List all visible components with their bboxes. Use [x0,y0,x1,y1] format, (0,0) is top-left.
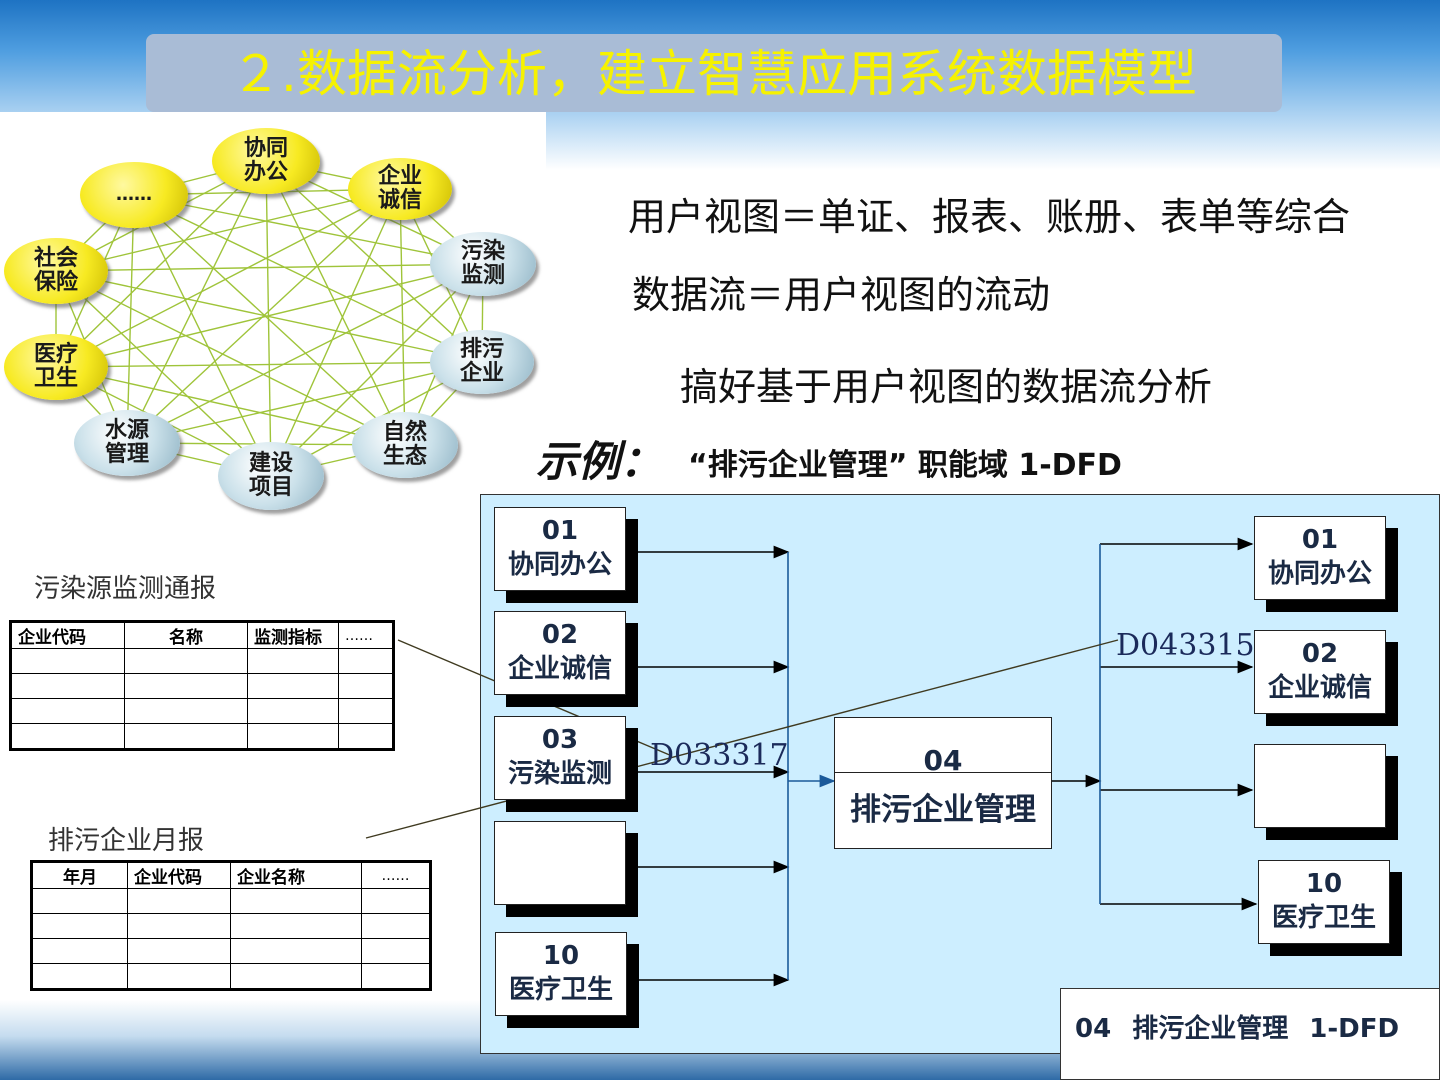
dfd-left-box: 02 企业诚信 [494,611,626,695]
node-shehui-baoxian: 社会保险 [4,238,108,304]
network-link [55,263,484,272]
example-title: “排污企业管理” 职能域 1-DFD [688,448,1122,483]
network-link [270,188,401,477]
network-link [133,194,484,265]
title-banner: ２.数据流分析，建立智慧应用系统数据模型 [146,34,1282,112]
network-link [55,188,401,368]
table-row [31,888,431,914]
dfd-left-box: 10 医疗卫生 [495,932,627,1016]
network-link [133,194,272,477]
network-link [55,188,401,272]
dfd-caption-box: 04 排污企业管理 1-DFD [1060,988,1440,1080]
dfd-left-box: 01 协同办公 [494,507,626,591]
box-label: 医疗卫生 [1271,903,1376,933]
table-row [10,648,394,674]
network-link [265,160,406,446]
network-link [55,361,483,368]
example-prefix: 示例： [536,437,663,486]
flow-label-d033317: D033317 [650,738,789,773]
network-link [126,160,267,444]
box-number: 01 [541,516,579,546]
table-header-cell: 名称 [124,621,248,649]
box-number: 01 [1301,525,1339,555]
flow-label-d043315: D043315 [1116,628,1255,663]
box-number: 03 [541,725,579,755]
dfd-caption: 04 排污企业管理 1-DFD [1075,1014,1400,1044]
dfd-right-box: 01 协同办公 [1254,516,1386,600]
table-header-cell: …… [338,621,394,649]
network-link [133,194,406,446]
box-label: 污染监测 [507,759,612,789]
network-link [270,263,484,477]
table-header-cell: 监测指标 [247,621,339,649]
node-shuiyuan-guanli: 水源管理 [74,410,180,476]
network-link [265,160,483,363]
network-link [55,263,484,368]
box-label: 协同办公 [1267,559,1372,589]
report1-title: 污染源监测通报 [34,574,217,604]
node-jianshe-xiangmu: 建设项目 [218,442,324,510]
node-qiye-chengxin: 企业诚信 [348,158,452,220]
box-label: 企业诚信 [507,654,612,684]
table-row [10,673,394,699]
report2-link [365,639,1119,839]
network-link [399,188,406,446]
box-label: 协同办公 [507,550,612,580]
report2-table: 年月 企业代码 企业名称 …… [30,860,432,991]
dfd-right-box: 10 医疗卫生 [1258,860,1390,944]
dfd-left-box: 03 污染监测 [494,716,626,800]
network-link [126,194,135,444]
box-number: 10 [542,941,580,971]
node-paiwu-qiye: 排污企业 [430,330,534,394]
box-label: 企业诚信 [1267,673,1372,703]
network-link [55,270,483,363]
node-yiliao-weisheng: 医疗卫生 [4,334,108,400]
text-analysis: 搞好基于用户视图的数据流分析 [680,365,1213,409]
table-header-cell: 企业代码 [127,861,231,889]
network-link [55,160,267,368]
report2-title: 排污企业月报 [48,826,205,856]
box-label: 医疗卫生 [508,975,613,1005]
report1-link [397,639,673,757]
table-row [31,963,431,990]
box-number: 02 [1301,639,1339,669]
table-row [10,723,394,750]
table-row [10,698,394,724]
node-xietong: 协同办公 [212,128,320,194]
dfd-process-box: 04 排污企业管理 [834,717,1052,849]
process-number: 04 [835,718,1051,777]
table-row [31,913,431,939]
network-link [126,361,483,444]
node-ziran-shengtai: 自然生态 [352,412,458,478]
table-row [31,938,431,964]
node-wuran-jiance: 污染监测 [430,232,536,296]
table-header-cell: 年月 [31,861,128,889]
text-data-flow: 数据流＝用户视图的流动 [632,273,1051,317]
network-link [133,194,483,363]
dfd-left-box [494,821,626,905]
network-link [55,366,406,446]
network-link [55,270,272,477]
box-number: 10 [1305,869,1343,899]
process-label: 排污企业管理 [850,792,1036,828]
node-more: …… [80,162,188,228]
text-user-view: 用户视图＝单证、报表、账册、表单等综合 [628,195,1351,239]
table-header-cell: 企业代码 [10,621,125,649]
table-header-row: 企业代码 名称 监测指标 …… [10,621,394,649]
network-link [55,270,406,446]
report1-table: 企业代码 名称 监测指标 …… [9,620,395,751]
dfd-right-box [1254,744,1386,828]
page-title: ２.数据流分析，建立智慧应用系统数据模型 [231,45,1197,103]
box-number: 02 [541,620,579,650]
dfd-right-box: 02 企业诚信 [1254,630,1386,714]
